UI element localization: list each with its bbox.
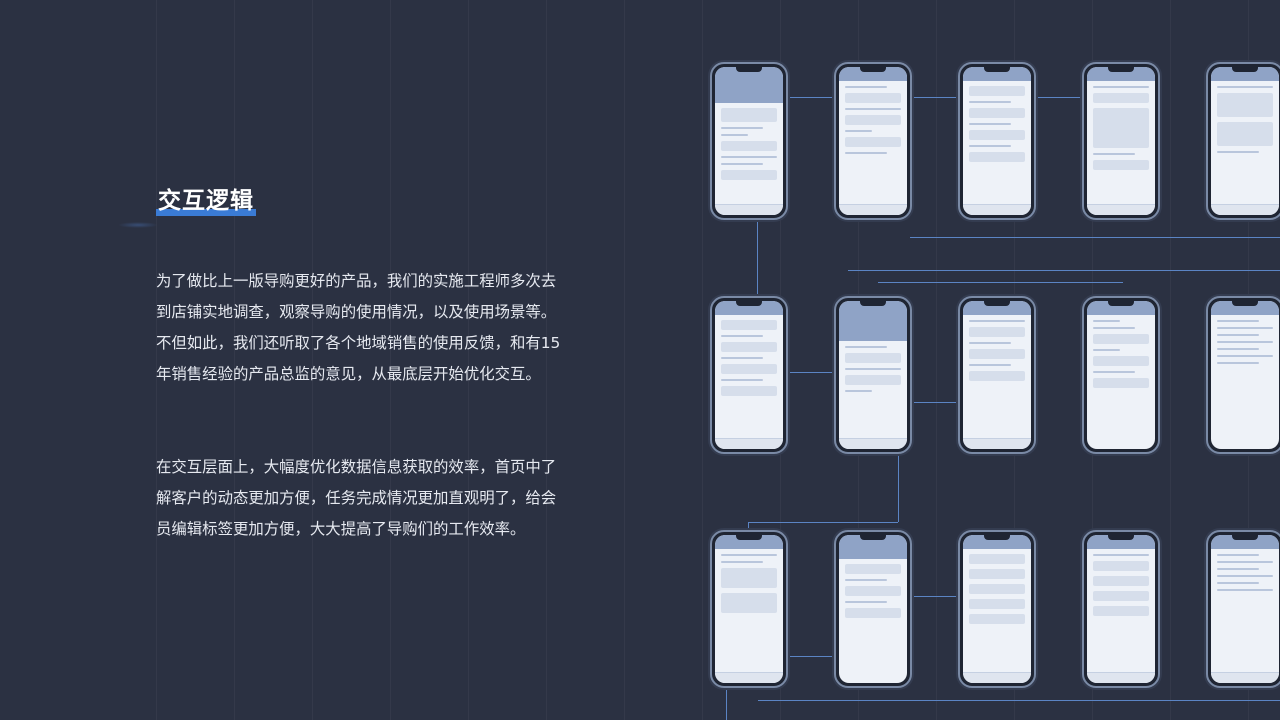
phone-mockup — [710, 62, 788, 220]
phone-mockup — [834, 296, 912, 454]
phone-mockup — [958, 530, 1036, 688]
flow-connector — [898, 450, 899, 522]
flow-connector — [1034, 97, 1084, 98]
phone-mockup — [834, 62, 912, 220]
flow-connector — [786, 97, 836, 98]
flow-connector — [748, 522, 749, 532]
flow-connector — [757, 213, 758, 297]
flow-connector — [786, 656, 836, 657]
phone-mockup — [1082, 530, 1160, 688]
phone-mockup — [1082, 62, 1160, 220]
heading-decoration — [118, 222, 158, 228]
phone-mockup — [710, 296, 788, 454]
flow-connector — [726, 660, 727, 720]
flow-connector — [910, 97, 960, 98]
phone-mockup — [834, 530, 912, 688]
flow-connector — [910, 596, 960, 597]
phone-mockup — [958, 296, 1036, 454]
phone-mockup — [1082, 296, 1160, 454]
flow-connector — [910, 237, 1280, 238]
phone-mockup — [710, 530, 788, 688]
flow-connector — [848, 270, 1280, 271]
flow-connector — [748, 522, 898, 523]
flow-connector — [910, 402, 960, 403]
flow-connector — [786, 372, 836, 373]
page-title: 交互逻辑 — [156, 186, 256, 216]
interaction-paragraph: 在交互层面上，大幅度优化数据信息获取的效率，首页中了解客户的动态更加方便，任务完… — [156, 458, 557, 538]
phone-mockup — [1206, 62, 1280, 220]
phone-mockup — [1206, 296, 1280, 454]
flow-connector — [878, 282, 1123, 283]
flow-connector — [758, 700, 1280, 701]
intro-paragraph: 为了做比上一版导购更好的产品，我们的实施工程师多次去到店铺实地调查，观察导购的使… — [156, 272, 561, 383]
phone-mockup — [1206, 530, 1280, 688]
phone-mockup — [958, 62, 1036, 220]
